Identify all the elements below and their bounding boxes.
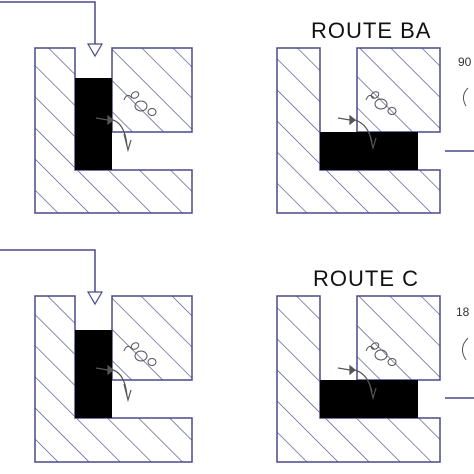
panel-top-right — [276, 47, 474, 214]
panel-bottom-right — [276, 295, 474, 463]
route-title-bottom: ROUTE C — [313, 266, 419, 291]
hatched-mold-block — [34, 47, 193, 214]
bubble-cluster-icon — [123, 91, 157, 116]
filled-cavity — [75, 330, 112, 418]
rotation-angle-bottom: 18 — [456, 305, 470, 319]
route-title-top: ROUTE BA — [311, 18, 432, 43]
filled-cavity — [75, 78, 112, 170]
hatched-mold-block — [276, 295, 441, 463]
filled-cavity — [320, 132, 418, 170]
needle-probe-icon — [95, 364, 132, 403]
rotation-arc-icon — [462, 87, 469, 107]
bubble-cluster-icon — [365, 91, 397, 115]
rotation-arc-icon — [462, 337, 469, 361]
needle-probe-icon — [337, 364, 377, 401]
bubble-cluster-icon — [365, 342, 397, 366]
rotation-angle-top: 90 — [458, 55, 472, 69]
feed-line — [0, 249, 96, 292]
feed-arrow-icon — [86, 291, 104, 306]
needle-probe-icon — [337, 114, 377, 151]
filled-cavity — [320, 380, 418, 418]
hatched-mold-block — [276, 47, 441, 214]
panel-bottom-left — [0, 249, 193, 463]
hatched-mold-block — [34, 295, 193, 463]
bubble-cluster-icon — [123, 342, 157, 366]
needle-probe-icon — [95, 114, 132, 153]
feed-arrow-icon — [86, 43, 104, 58]
feed-line — [0, 1, 96, 44]
panel-top-left — [0, 1, 193, 214]
